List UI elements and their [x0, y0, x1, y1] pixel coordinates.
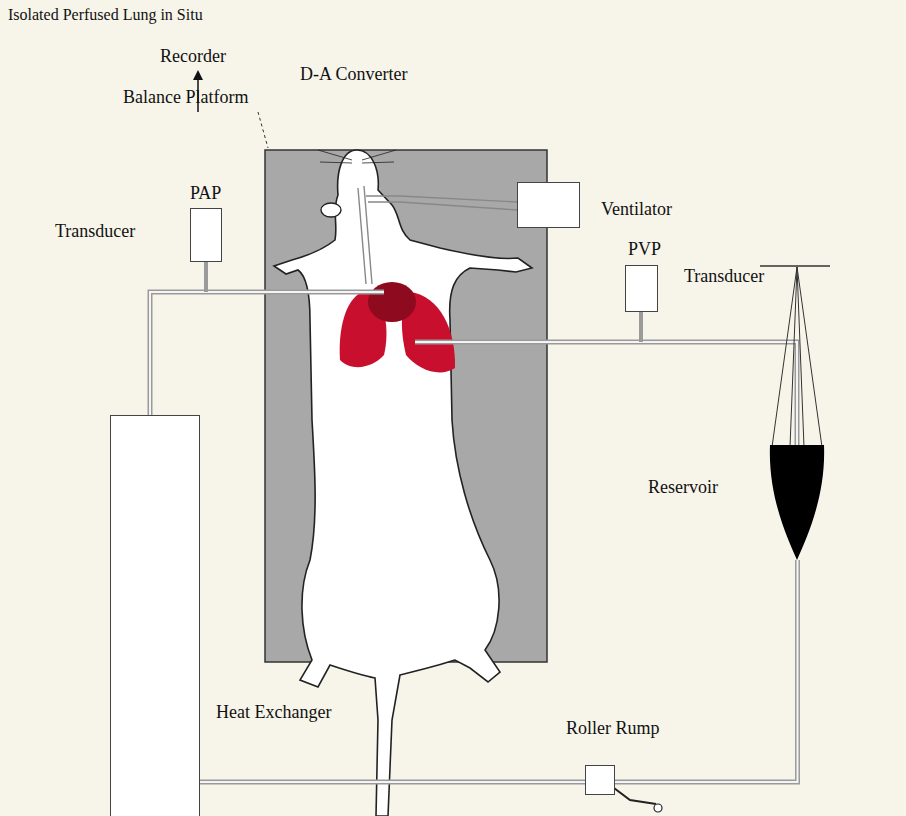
transducer-label: Transducer: [684, 266, 764, 287]
platform-label: Balance Platform: [123, 87, 248, 108]
ventilator-box: Ventilator: [517, 182, 580, 228]
transducer-name: PAP: [190, 183, 221, 204]
transducer-label: Transducer: [55, 221, 135, 242]
reservoir-label: Reservoir: [648, 477, 718, 498]
converter-label: D-A Converter: [300, 64, 407, 85]
pump-label: Roller Rump: [566, 718, 660, 739]
crank-knob: [654, 804, 662, 812]
pressure-transducer: PAPTransducer: [190, 208, 222, 262]
pressure-transducer: PVPTransducer: [625, 265, 658, 312]
recorder-label: Recorder: [160, 46, 226, 67]
leader-line: [258, 112, 268, 148]
reservoir-bag: [760, 265, 835, 560]
exchanger-label: Heat Exchanger: [216, 702, 331, 723]
roller-pump: Roller Rump: [585, 765, 615, 795]
ventilator-label: Ventilator: [601, 199, 672, 220]
figure-title: Isolated Perfused Lung in Situ: [8, 6, 203, 24]
whiskers: [318, 150, 396, 163]
perfusion-tube: [615, 560, 798, 782]
rat-ear: [321, 203, 341, 217]
arrow-head: [193, 70, 203, 80]
heat-exchanger: Heat Exchanger: [110, 415, 200, 816]
perfusion-tubing: [150, 262, 797, 460]
reservoir: Reservoir: [760, 265, 835, 560]
transducer-name: PVP: [628, 239, 661, 260]
heart: [368, 282, 416, 322]
ventilator-tube: [358, 186, 517, 284]
perfusion-tube: [200, 782, 585, 783]
